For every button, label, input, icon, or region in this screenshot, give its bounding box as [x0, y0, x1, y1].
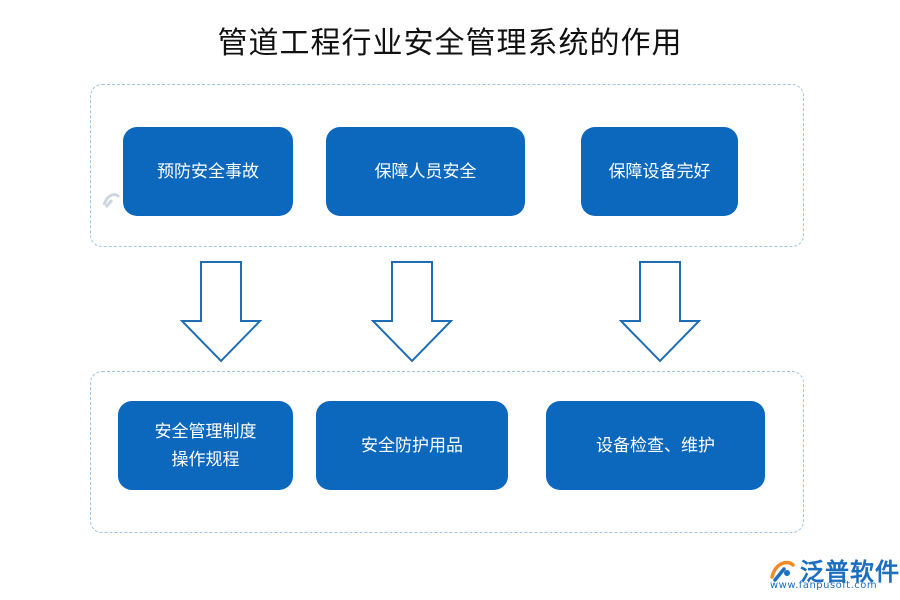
- down-arrow-icon: [618, 261, 702, 363]
- diagram-title: 管道工程行业安全管理系统的作用: [217, 26, 683, 61]
- box-label-line1: 安全管理制度: [154, 421, 257, 442]
- top-group-frame: [90, 84, 804, 247]
- measure-box-protective-equipment: 安全防护用品: [316, 401, 508, 490]
- box-label-line2: 操作规程: [171, 449, 240, 470]
- box-label: 保障设备完好: [608, 161, 711, 182]
- effect-box-prevent-accidents: 预防安全事故: [123, 127, 293, 216]
- brand-logo: 泛普软件: [768, 552, 900, 587]
- brand-logo-icon: [102, 193, 121, 208]
- effect-box-equipment-integrity: 保障设备完好: [581, 127, 738, 216]
- bottom-group-frame: [90, 371, 804, 533]
- down-arrow-icon: [370, 261, 454, 363]
- box-label: 保障人员安全: [374, 161, 477, 182]
- measure-box-management-rules: 安全管理制度 操作规程: [118, 401, 293, 490]
- down-arrow-icon: [179, 261, 263, 363]
- brand-url: www.fanpusoft.com: [770, 580, 878, 591]
- box-label: 安全防护用品: [361, 435, 463, 456]
- effect-box-personnel-safety: 保障人员安全: [326, 127, 525, 216]
- box-label: 预防安全事故: [157, 161, 259, 182]
- brand-logo-icon: [770, 560, 795, 582]
- box-label: 设备检查、维护: [596, 435, 715, 456]
- brand-name: 泛普软件: [800, 558, 900, 586]
- measure-box-equipment-inspection: 设备检查、维护: [546, 401, 765, 490]
